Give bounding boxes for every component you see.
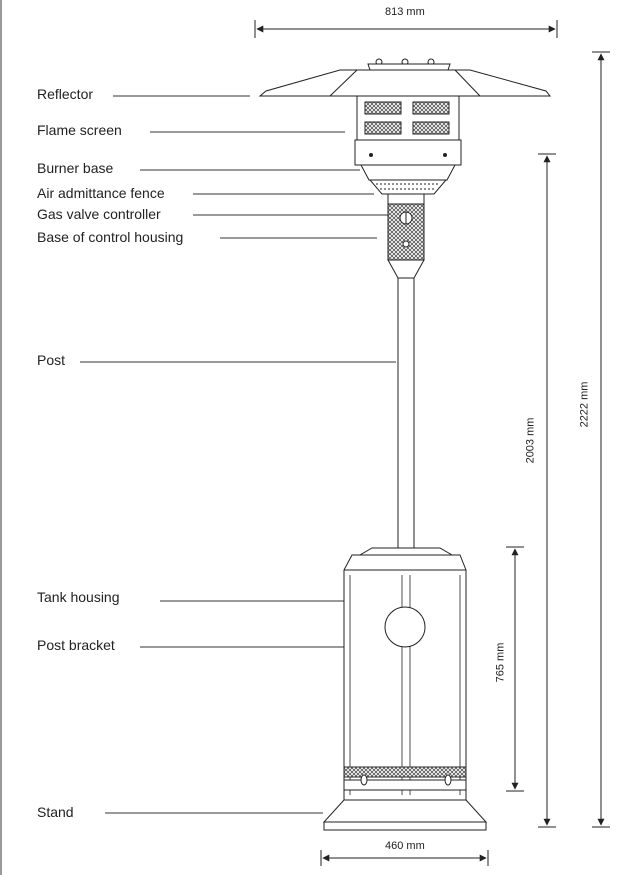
dim-height-burner — [538, 153, 556, 828]
left-edge-rule — [0, 0, 2, 875]
label-gas-valve: Gas valve controller — [37, 206, 161, 222]
heater-air-fence — [368, 179, 448, 195]
label-reflector: Reflector — [37, 86, 94, 102]
heater-flame-screen — [356, 95, 460, 141]
heater-stand — [322, 799, 488, 831]
dim-height-tank-text: 765 mm — [494, 642, 507, 683]
heater-burner-base — [354, 139, 462, 181]
label-control-base: Base of control housing — [37, 229, 184, 245]
heater-post — [397, 277, 415, 549]
dim-top-width-text: 813 mm — [385, 6, 425, 18]
dim-height-total-text: 2222 mm — [578, 381, 591, 428]
label-post: Post — [37, 352, 66, 368]
dim-bottom-width-text: 460 mm — [385, 840, 425, 852]
label-burner-base: Burner base — [37, 160, 114, 176]
label-post-bracket: Post bracket — [37, 637, 115, 653]
dim-height-tank — [506, 546, 524, 792]
dim-height-total — [592, 51, 610, 828]
label-flame-screen: Flame screen — [37, 122, 122, 138]
label-stand: Stand — [37, 804, 74, 820]
dim-height-burner-text: 2003 mm — [524, 417, 537, 464]
heater-control-housing — [387, 193, 425, 279]
heater-tank-housing — [343, 547, 467, 801]
dim-bottom-width — [320, 850, 489, 866]
heater-reflector — [258, 58, 552, 97]
label-air-fence: Air admittance fence — [37, 185, 165, 201]
leader-lines — [80, 95, 396, 814]
dim-top-width — [254, 20, 558, 38]
label-tank-housing: Tank housing — [37, 589, 120, 605]
